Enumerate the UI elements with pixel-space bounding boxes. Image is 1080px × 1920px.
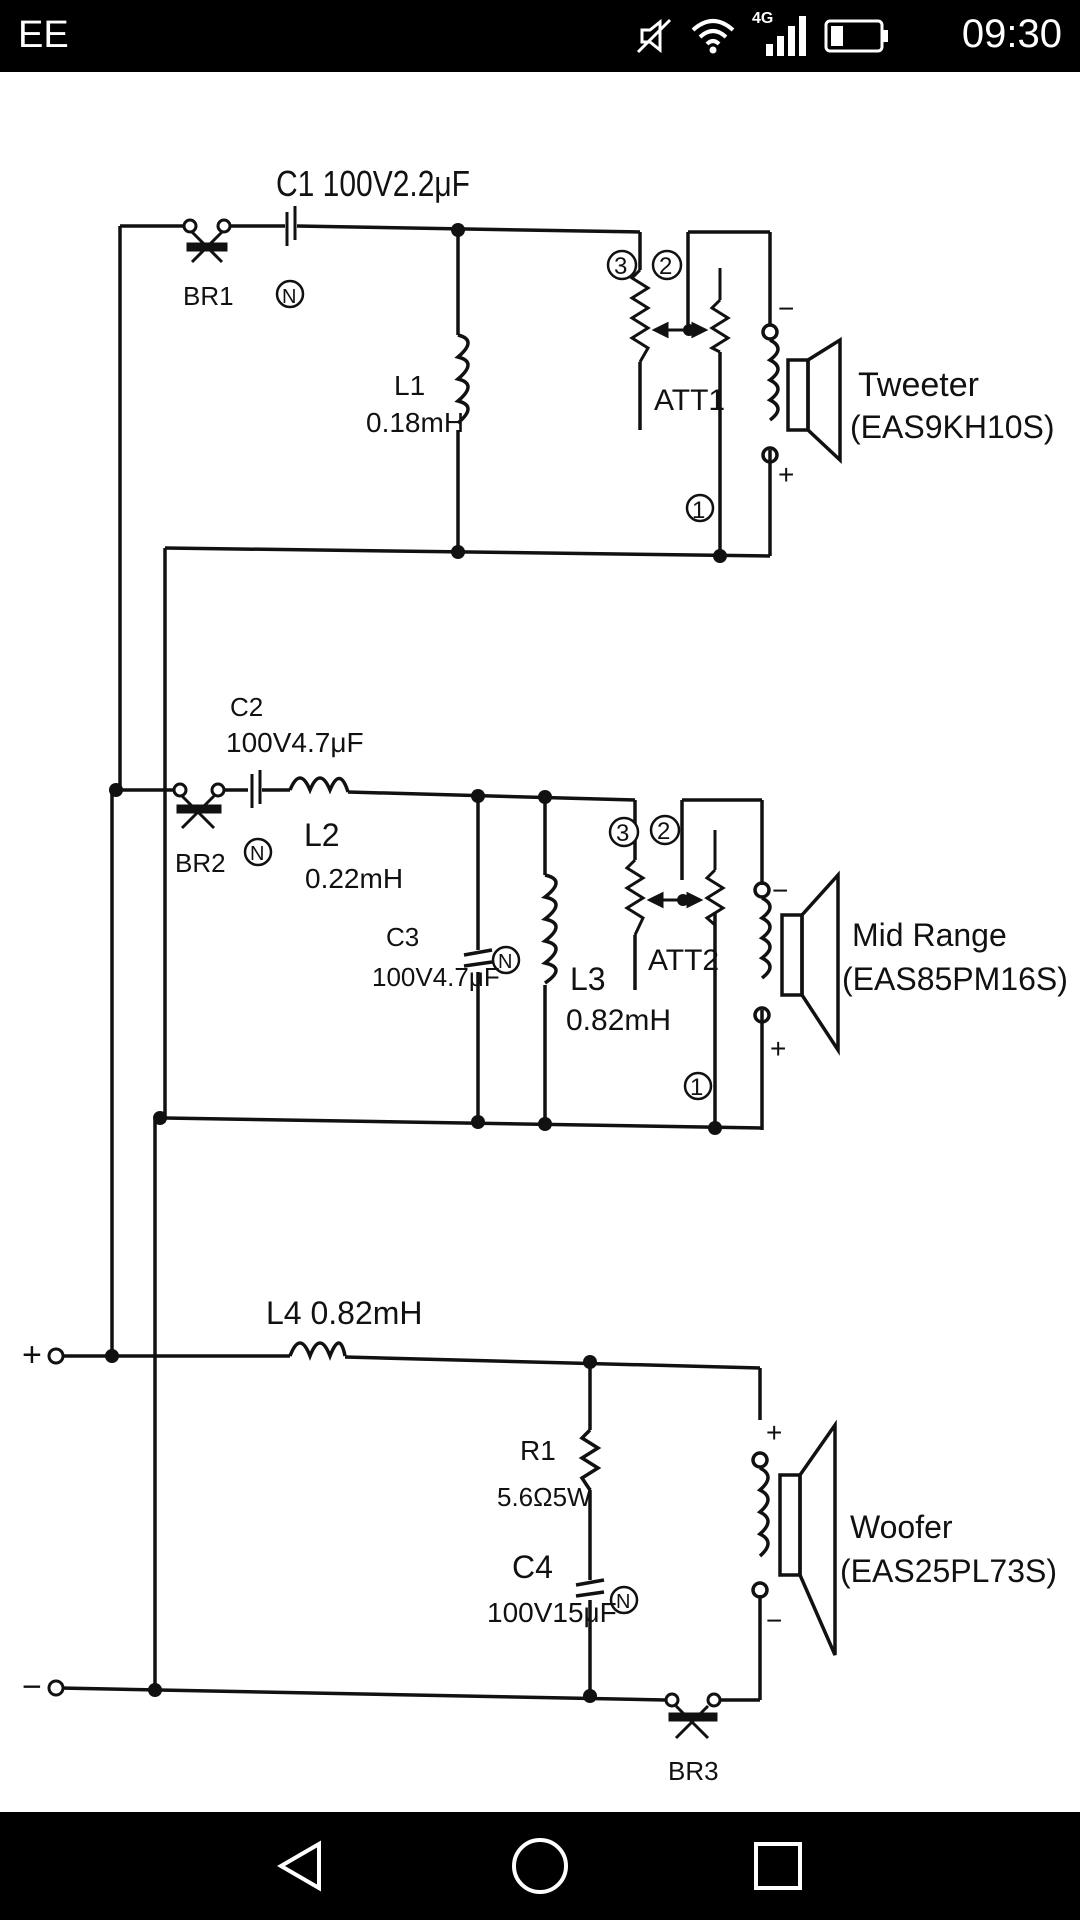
br3-label: BR3 — [668, 1756, 719, 1786]
mid-minus: − — [772, 875, 788, 906]
c4-value: 100V15μF — [487, 1597, 617, 1628]
l4-label: L4 0.82mH — [266, 1295, 423, 1331]
att2-pin1: 1 — [690, 1074, 703, 1101]
woofer-label: Woofer — [850, 1509, 953, 1545]
r1-name: R1 — [520, 1435, 556, 1466]
n1-marker: N — [282, 286, 296, 308]
r1-value: 5.6Ω5W — [497, 1482, 592, 1512]
l1-value: 0.18mH — [366, 407, 464, 438]
navigation-bar — [0, 1812, 1080, 1920]
status-bar: EE 4G 09:30 — [0, 0, 1080, 72]
l2-value: 0.22mH — [305, 863, 403, 894]
tweeter-model: (EAS9KH10S) — [850, 409, 1055, 445]
tweeter-plus: + — [778, 459, 794, 490]
home-button[interactable] — [504, 1830, 576, 1902]
att1-pin2: 2 — [659, 253, 672, 280]
tweeter-label: Tweeter — [858, 366, 979, 404]
crossover-schematic: C1 100V2.2μF BR1 N L1 0.18mH 3 2 1 ATT1 … — [22, 164, 1068, 1786]
tweeter-minus: − — [778, 293, 794, 324]
wifi-icon — [691, 19, 735, 54]
network-type: 4G — [752, 10, 774, 27]
mid-model: (EAS85PM16S) — [842, 961, 1068, 997]
mid-label: Mid Range — [852, 917, 1007, 953]
carrier-name: EE — [18, 14, 69, 56]
c2-value: 100V4.7μF — [226, 727, 364, 758]
c2-name: C2 — [230, 692, 263, 722]
n2-marker: N — [250, 843, 264, 865]
home-icon — [512, 1838, 568, 1894]
att1-pin1: 1 — [692, 497, 705, 524]
input-minus-label: − — [22, 1668, 42, 1706]
l1-name: L1 — [394, 370, 425, 401]
recents-button[interactable] — [742, 1830, 814, 1902]
br2-label: BR2 — [175, 848, 226, 878]
att1-pin3: 3 — [614, 253, 627, 280]
mute-icon — [636, 18, 672, 54]
c1-label: C1 100V2.2μF — [276, 164, 470, 204]
signal-icon: 4G — [752, 10, 808, 58]
c3-name: C3 — [386, 922, 419, 952]
image-viewer[interactable]: C1 100V2.2μF BR1 N L1 0.18mH 3 2 1 ATT1 … — [0, 72, 1080, 1812]
input-plus-label: + — [22, 1336, 42, 1374]
status-icons: 4G — [634, 10, 890, 60]
back-button[interactable] — [265, 1830, 337, 1902]
l3-value: 0.82mH — [566, 1004, 671, 1037]
recents-icon — [754, 1842, 802, 1890]
woofer-minus: − — [766, 1605, 782, 1636]
att2-pin2: 2 — [657, 818, 670, 845]
woofer-model: (EAS25PL73S) — [840, 1553, 1057, 1589]
c4-name: C4 — [512, 1549, 553, 1585]
n3-marker: N — [498, 951, 512, 973]
back-icon — [277, 1840, 321, 1892]
woofer-plus: + — [766, 1417, 782, 1448]
att2-pin3: 3 — [616, 820, 629, 847]
l2-name: L2 — [304, 817, 340, 853]
att2-label: ATT2 — [648, 944, 719, 977]
att1-label: ATT1 — [654, 384, 725, 417]
mid-plus: + — [770, 1033, 786, 1064]
n4-marker: N — [616, 1591, 630, 1613]
clock: 09:30 — [961, 12, 1062, 56]
battery-icon — [824, 19, 888, 53]
c3-value: 100V4.7μF — [372, 962, 500, 992]
br1-label: BR1 — [183, 281, 234, 311]
l3-name: L3 — [570, 961, 606, 997]
